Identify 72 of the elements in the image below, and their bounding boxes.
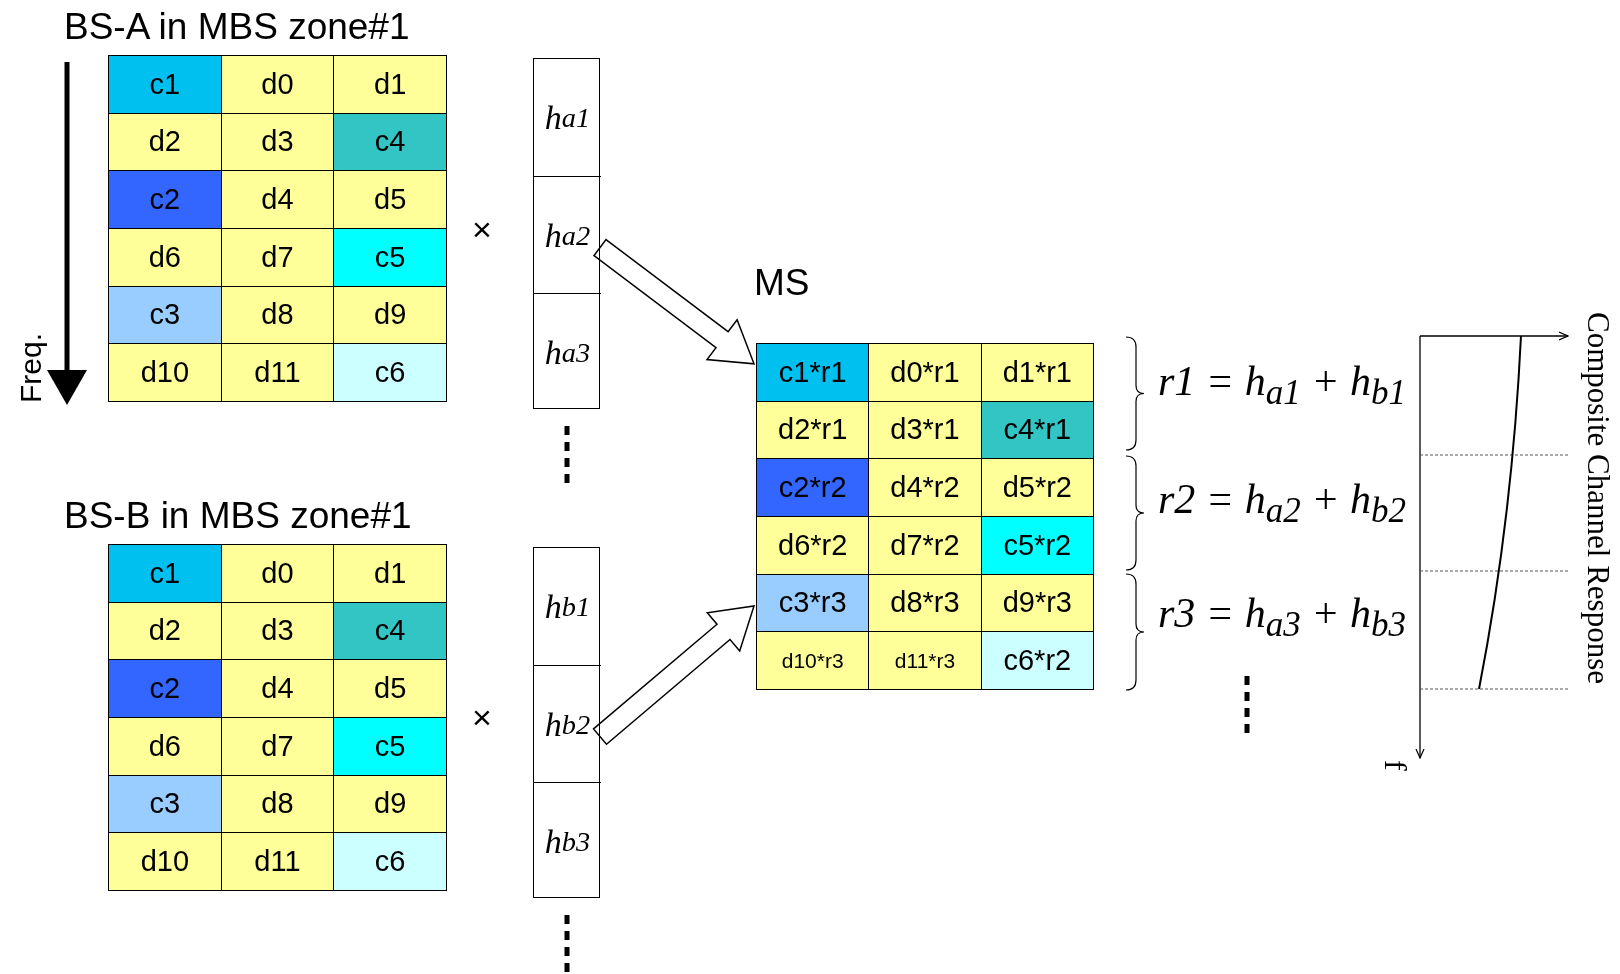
resource-cell: c3 [108,774,222,834]
resource-grid [108,55,446,401]
resource-cell: d2 [108,601,222,661]
resource-cell: d1*r1 [980,343,1094,402]
resource-cell: c3 [108,285,222,345]
resource-cell: d4 [220,659,335,718]
resource-cell: c4*r1 [980,400,1094,460]
resource-cell: d0*r1 [868,343,982,402]
resource-cell: d6 [108,228,222,287]
resource-cell: d1 [333,55,447,114]
resource-cell: d5 [333,170,447,229]
resource-cell: d7 [220,717,335,776]
resource-cell: d9*r3 [980,573,1094,633]
resource-cell: d7 [220,228,335,287]
resource-cell: c4 [333,112,447,172]
resource-cell: d11 [220,832,335,891]
resource-cell: d5 [333,659,447,718]
resource-cell: d6*r2 [756,516,870,575]
resource-cell: d8*r3 [868,573,982,633]
resource-cell: d7*r2 [868,516,982,575]
resource-cell: d8 [220,285,335,345]
resource-cell: d2*r1 [756,400,870,460]
axis-label: Freq. [16,332,46,403]
resource-cell: d0 [220,544,335,603]
resource-cell: d3*r1 [868,400,982,460]
resource-cell: d2 [108,112,222,172]
resource-cell: c6*r2 [980,631,1094,690]
resource-cell: c5*r2 [980,516,1094,575]
multiply-sign: × [472,212,492,246]
channel-vector [533,547,600,898]
block-arrow [592,238,756,365]
resource-cell: c1 [108,55,222,114]
resource-cell: c2*r2 [756,458,870,517]
axis-label: f [1380,760,1412,771]
resource-cell: d5*r2 [980,458,1094,517]
resource-cell: d10 [108,343,222,402]
resource-cell: d1 [333,544,447,603]
resource-cell: d10*r3 [756,631,870,690]
resource-grid [108,544,446,890]
resource-cell: c1 [108,544,222,603]
equation: r1 = h$_{a1}$ + h$_{b1}$ [1158,360,1407,411]
axis-label: Composite Channel Response [1583,312,1614,684]
channel-vector [533,58,600,409]
resource-cell: d3 [220,601,335,661]
resource-cell: d9 [333,774,447,834]
multiply-sign: × [472,700,492,734]
resource-cell: d4*r2 [868,458,982,517]
resource-cell: c2 [108,170,222,229]
resource-cell: c1*r1 [756,343,870,402]
resource-cell: c3*r3 [756,573,870,633]
resource-cell: d6 [108,717,222,776]
resource-cell: d11*r3 [868,631,982,690]
resource-cell: c5 [333,717,447,776]
resource-cell: c6 [333,343,447,402]
resource-cell: d3 [220,112,335,172]
resource-cell: d10 [108,832,222,891]
resource-cell: d8 [220,774,335,834]
grid-heading: BS-A in MBS zone#1 [64,6,410,48]
grid-heading: MS [754,262,810,304]
resource-cell: c2 [108,659,222,718]
resource-cell: c4 [333,601,447,661]
resource-cell: d0 [220,55,335,114]
resource-cell: c5 [333,228,447,287]
equation: r3 = h$_{a3}$ + h$_{b3}$ [1158,592,1407,643]
resource-cell: d11 [220,343,335,402]
grid-heading: BS-B in MBS zone#1 [64,495,412,537]
resource-cell: d9 [333,285,447,345]
resource-grid [756,343,1093,689]
equation: r2 = h$_{a2}$ + h$_{b2}$ [1158,478,1407,529]
block-arrow [592,605,756,746]
resource-cell: c6 [333,832,447,891]
resource-cell: d4 [220,170,335,229]
